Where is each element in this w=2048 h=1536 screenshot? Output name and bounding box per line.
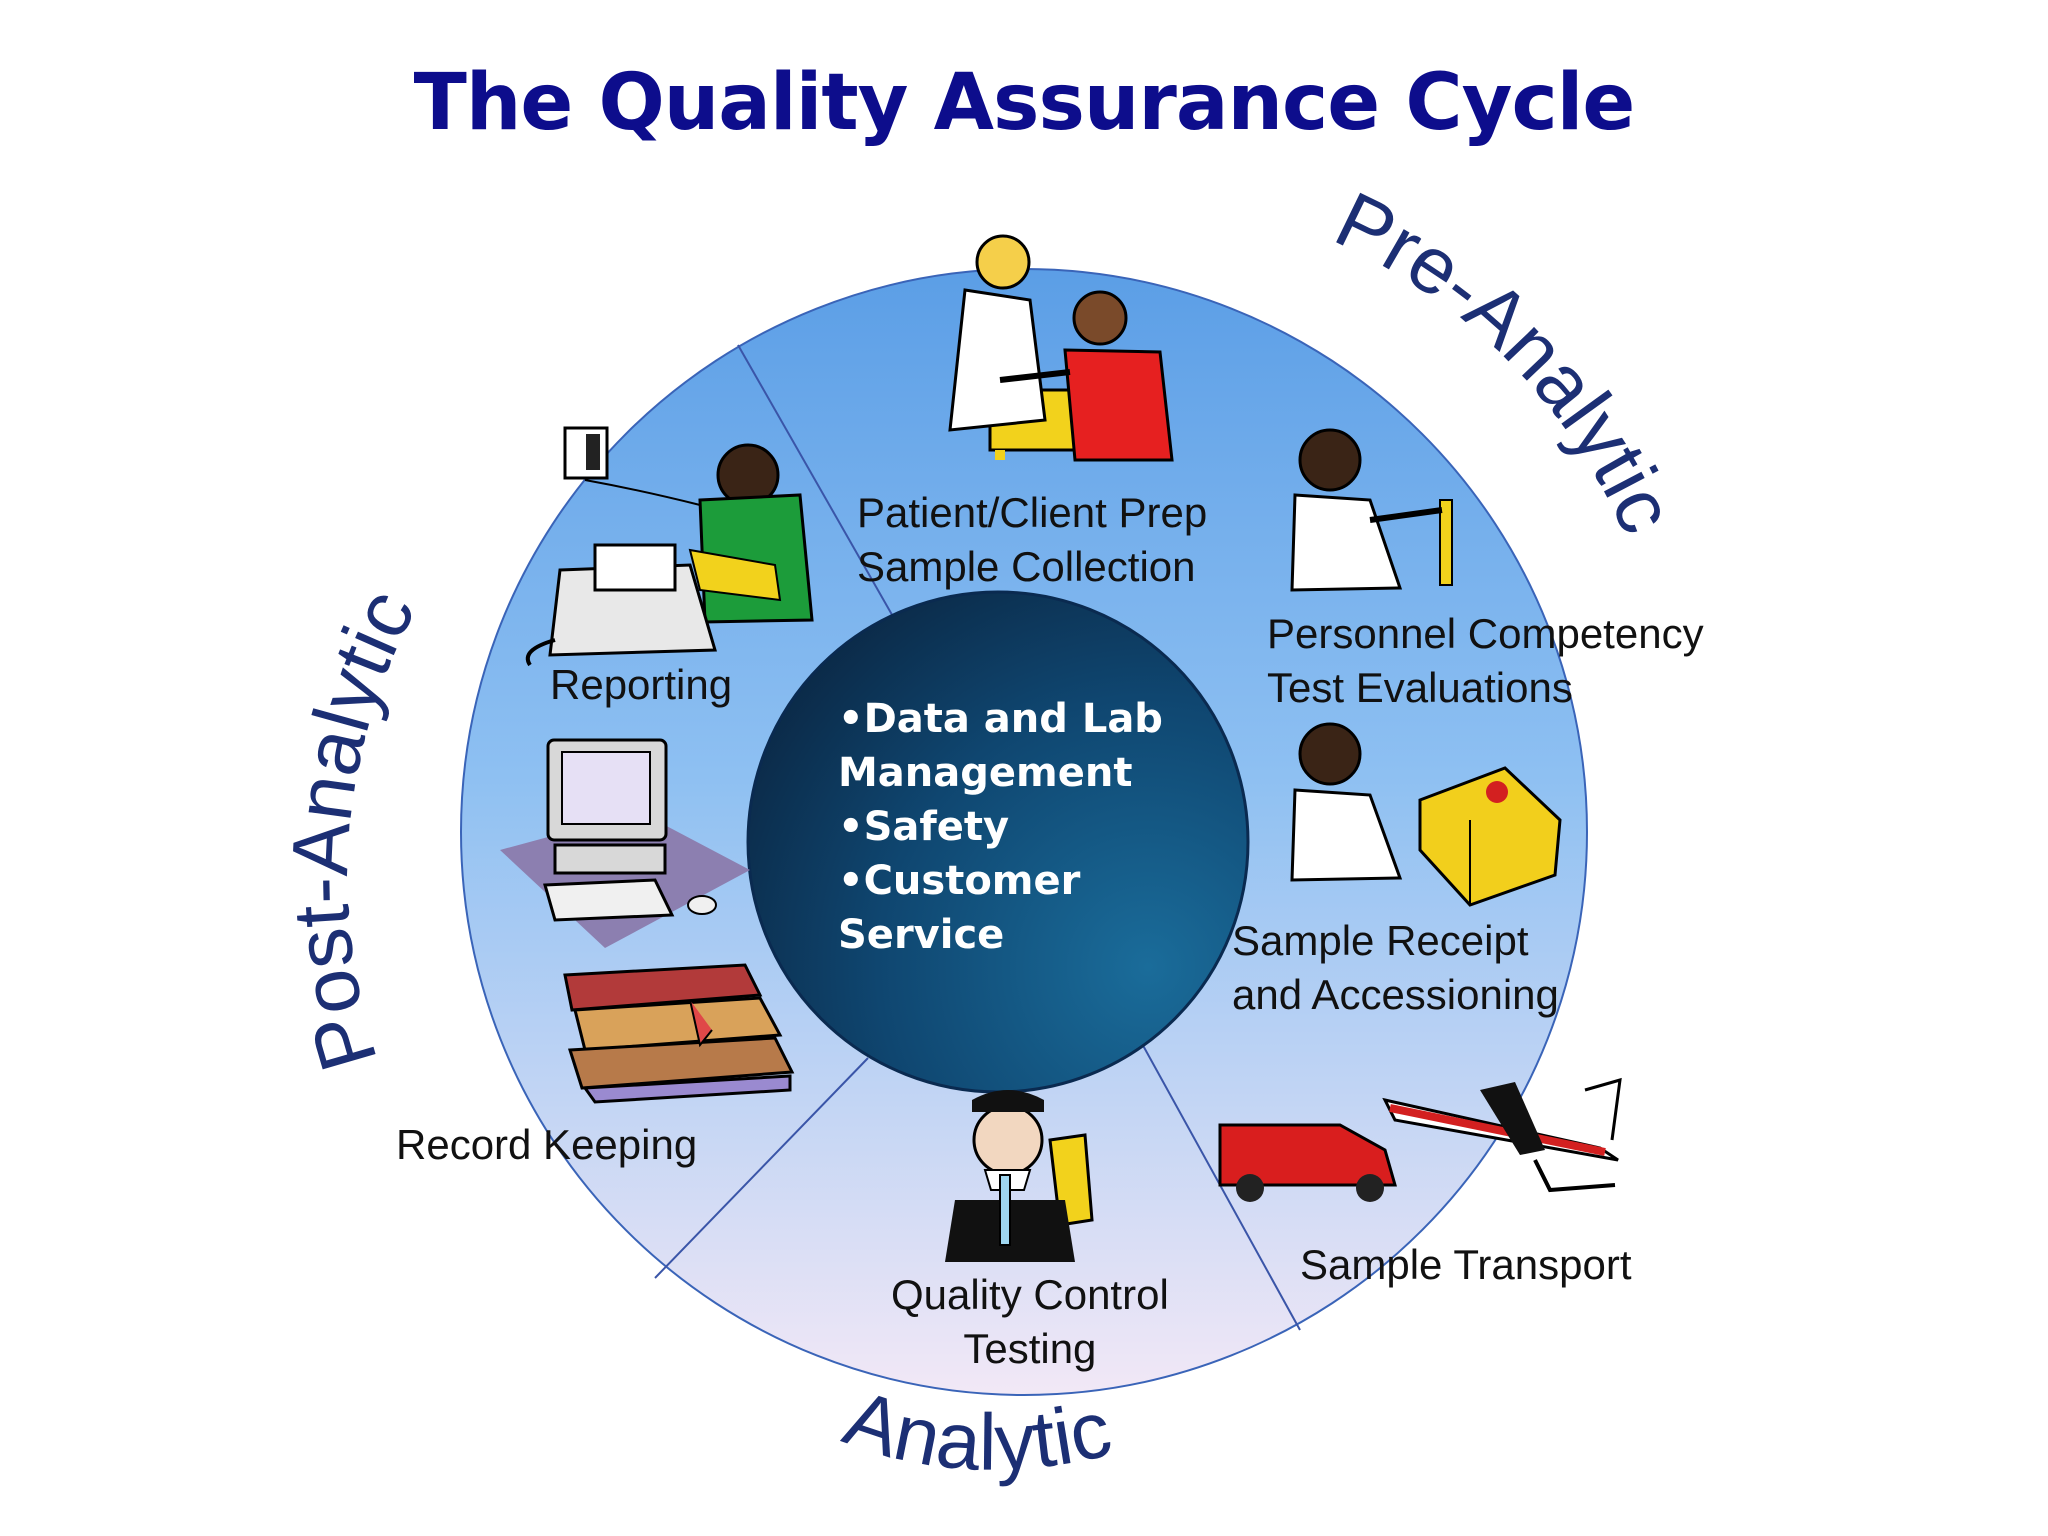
reporting-clipart xyxy=(525,426,814,667)
label-quality-control-line1: Quality Control xyxy=(891,1271,1169,1318)
center-line-2: Management xyxy=(838,750,1133,796)
label-personnel-line2: Test Evaluations xyxy=(1267,664,1573,711)
page-title: The Quality Assurance Cycle xyxy=(413,58,1636,148)
center-line-3: •Safety xyxy=(838,804,1010,850)
label-reporting: Reporting xyxy=(550,661,733,708)
divider-top xyxy=(737,344,896,621)
center-line-4: •Customer xyxy=(838,858,1081,904)
label-patient-prep: Patient/Client Prep Sample Collection xyxy=(857,486,1207,594)
technician-clipart xyxy=(1290,428,1453,592)
label-patient-prep-line1: Patient/Client Prep xyxy=(857,489,1208,536)
center-line-1: •Data and Lab xyxy=(838,696,1163,742)
transport-clipart xyxy=(1218,1077,1622,1202)
label-sample-transport: Sample Transport xyxy=(1300,1241,1632,1288)
label-patient-prep-line2: Sample Collection xyxy=(857,543,1196,590)
divider-bottom-left xyxy=(654,1057,869,1279)
package-clipart xyxy=(1290,722,1562,907)
center-text: •Data and Lab Management •Safety •Custom… xyxy=(838,692,1163,962)
label-sample-receipt-line2: and Accessioning xyxy=(1232,971,1559,1018)
center-line-5: Service xyxy=(838,912,1005,958)
label-personnel-line1: Personnel Competency xyxy=(1267,610,1704,657)
books-clipart xyxy=(563,963,795,1104)
label-personnel: Personnel Competency Test Evaluations xyxy=(1267,607,1704,715)
label-sample-receipt-line1: Sample Receipt xyxy=(1232,917,1529,964)
label-record-keeping: Record Keeping xyxy=(396,1121,698,1168)
phlebotomy-clipart xyxy=(948,234,1174,462)
computer-clipart xyxy=(500,738,750,948)
label-sample-receipt: Sample Receipt and Accessioning xyxy=(1232,914,1559,1022)
qc-tech-clipart xyxy=(945,1090,1094,1262)
label-quality-control: Quality Control Testing xyxy=(891,1268,1169,1376)
phase-label-post: Post-Analytic xyxy=(275,576,432,1081)
label-quality-control-line2: Testing xyxy=(963,1325,1097,1372)
